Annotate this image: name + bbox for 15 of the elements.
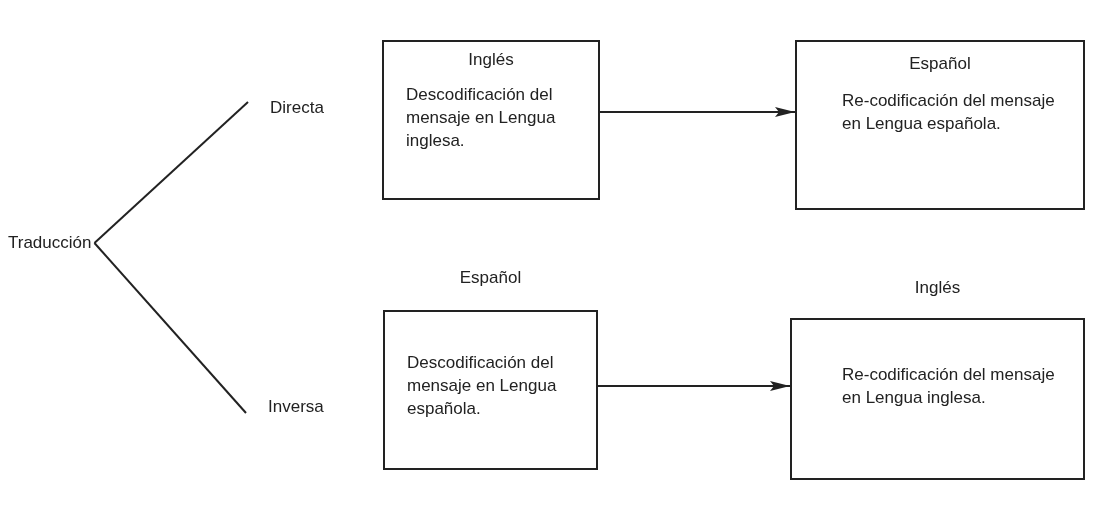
box-text: Descodificación del mensaje en Lengua inglesa. bbox=[406, 84, 557, 152]
node-label: Directa bbox=[270, 98, 324, 118]
box-text: Re-codificación del mensaje en Lengua española. bbox=[842, 90, 1056, 135]
language-heading: Español bbox=[908, 54, 972, 74]
arrow bbox=[599, 107, 796, 117]
language-heading: Inglés bbox=[913, 278, 962, 298]
arrow bbox=[597, 381, 791, 391]
language-heading: Inglés bbox=[467, 50, 515, 70]
box-text: Descodificación del mensaje en Lengua española. bbox=[407, 352, 558, 420]
node-label: Traducción bbox=[8, 233, 92, 253]
box-text: Re-codificación del mensaje en Lengua inglesa. bbox=[842, 364, 1056, 409]
node-label: Inversa bbox=[268, 397, 324, 417]
connector-line bbox=[93, 101, 249, 244]
connector-line bbox=[93, 242, 247, 414]
language-heading: Español bbox=[458, 268, 523, 288]
